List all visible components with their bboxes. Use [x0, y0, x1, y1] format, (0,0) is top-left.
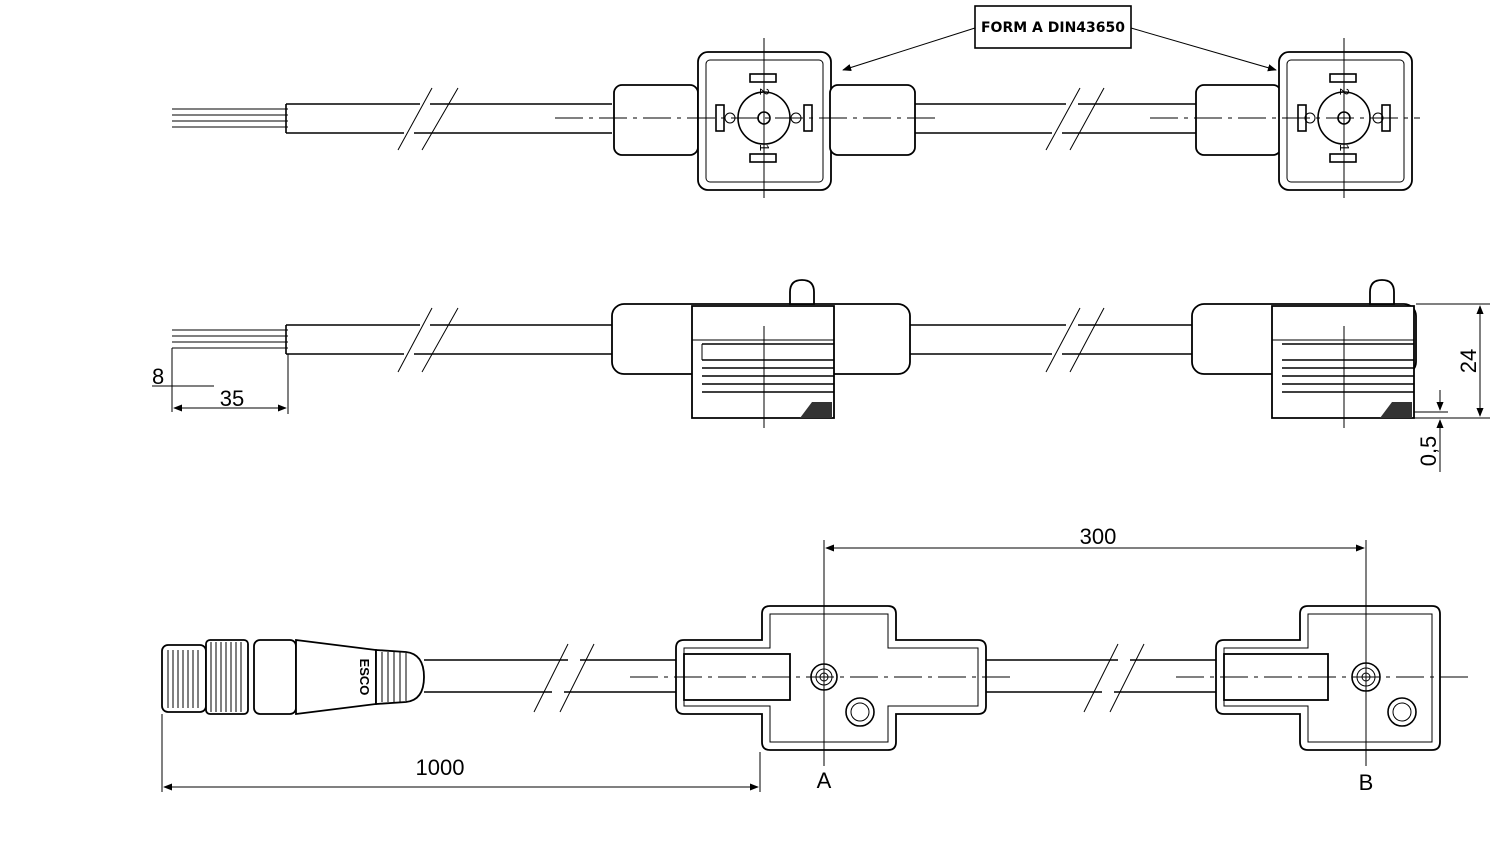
dimension-height: 24 [1414, 303, 1490, 419]
overmold-sleeve [829, 84, 916, 156]
cable-segment [986, 643, 1216, 713]
marker-b: B [1359, 770, 1374, 795]
connector-back-right [1215, 605, 1441, 751]
knurled-nut [205, 639, 249, 715]
dim-height: 24 [1456, 349, 1481, 373]
cable-segment [424, 643, 676, 713]
dim-strip-length: 35 [220, 386, 244, 411]
connector-side-right [1271, 279, 1415, 428]
dimension-gap: 0,5 [1414, 390, 1448, 472]
overmold-sleeve [613, 84, 699, 156]
brand-mark: ESCO [357, 659, 372, 696]
wire-ends [172, 329, 288, 349]
leader-arrow [842, 27, 976, 71]
dimension-spacing: 300 [825, 524, 1365, 552]
cable-segment [915, 87, 1198, 151]
cable-segment [285, 87, 612, 151]
callout: FORM A DIN43650 [842, 5, 1277, 72]
dim-wire-offset: 8 [152, 364, 164, 389]
dim-spacing: 300 [1080, 524, 1117, 549]
dim-cable-length: 1000 [416, 755, 465, 780]
wire-ends [172, 108, 288, 128]
connector-face-right: 2 1 [1278, 51, 1413, 191]
cable-segment [285, 307, 612, 373]
top-view: 2 1 2 1 [172, 5, 1420, 198]
overmold-sleeve [1195, 84, 1282, 156]
cable-segment [910, 307, 1194, 373]
callout-label: FORM A DIN43650 [981, 20, 1125, 36]
dimension-strip-length: 35 [173, 354, 289, 414]
connector-back-left [675, 605, 987, 751]
connector-body [253, 639, 297, 715]
threaded-coupling [161, 644, 207, 713]
side-view: 8 35 24 0,5 [152, 279, 1490, 472]
m12-connector: ESCO [161, 638, 425, 716]
marker-a: A [817, 768, 832, 793]
callout-box [974, 5, 1132, 49]
connector-side-left [691, 279, 835, 428]
leader-arrow [1130, 27, 1277, 72]
dim-gap: 0,5 [1416, 436, 1441, 467]
dimension-wire-offset: 8 [152, 348, 214, 412]
dimension-cable-length: 1000 [161, 714, 761, 792]
bottom-view: ESCO [161, 524, 1474, 795]
